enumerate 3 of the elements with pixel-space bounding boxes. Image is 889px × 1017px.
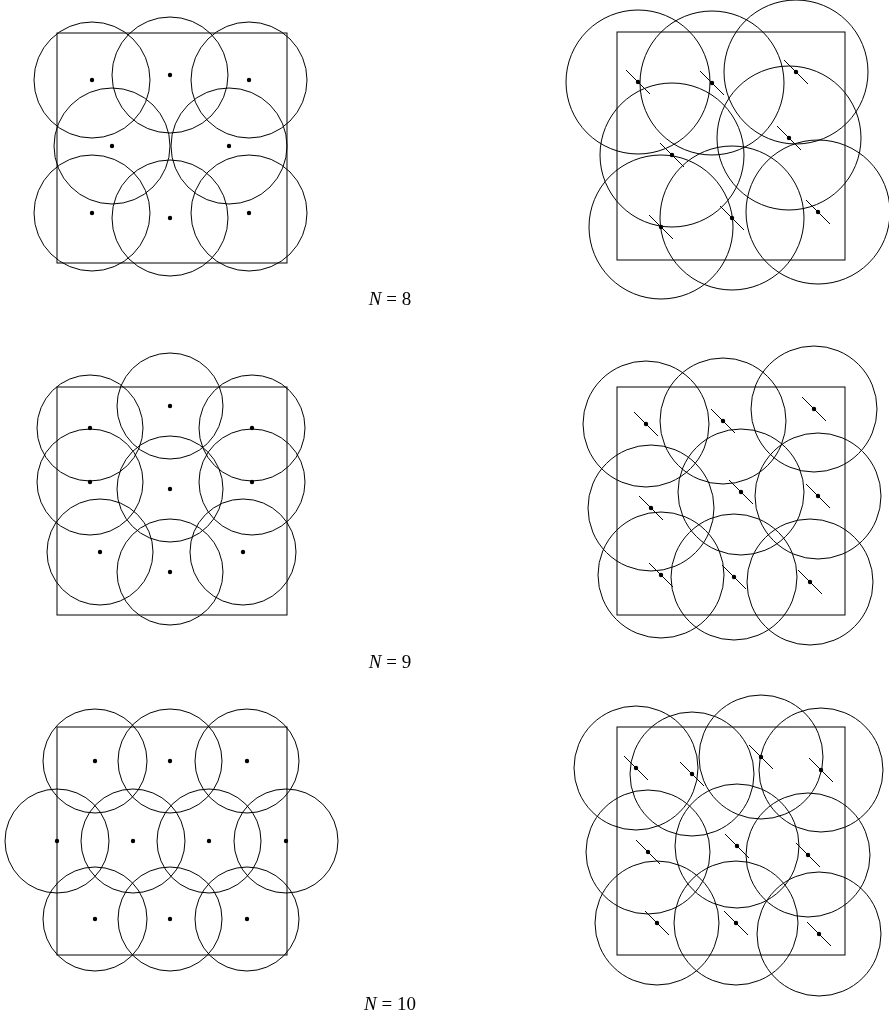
caption-label: N = 9: [368, 651, 412, 673]
caption-label: N = 10: [364, 993, 416, 1015]
caption-label: N = 8: [368, 288, 412, 310]
